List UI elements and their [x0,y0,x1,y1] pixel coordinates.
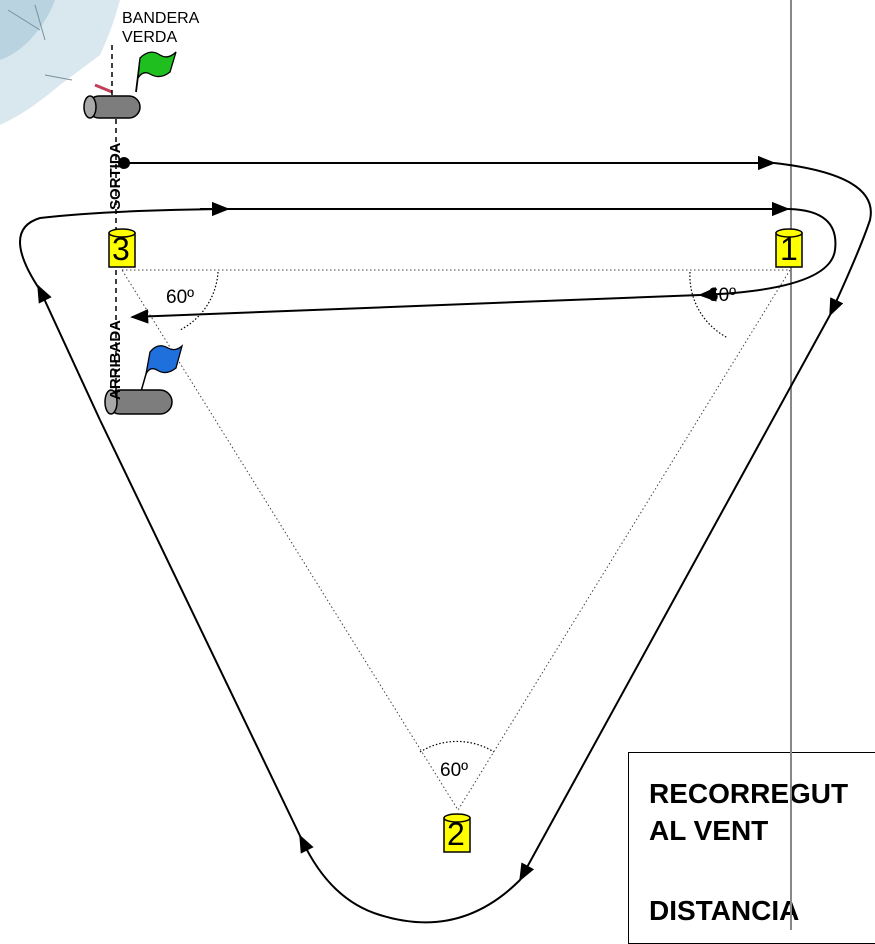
nautical-chart-fragment [0,0,120,125]
blue-flag-icon [145,344,184,375]
angle-label-3: 60º [166,287,195,308]
buoy-2-icon [443,813,471,853]
info-line-3: DISTANCIA [649,895,800,926]
finish-line-label: ARRIBADA [107,320,124,400]
green-flag-icon [137,51,177,79]
angle-label-1: 60º [708,285,737,306]
green-flag-label: BANDERA VERDA [122,9,199,47]
angle-label-2: 60º [440,760,469,781]
info-line-1: RECORREGUT [649,778,849,809]
buoy-1-number: 1 [780,231,798,267]
route-left-leg [99,419,303,841]
route-arrow-left-up [37,284,52,304]
buoy-3-icon [108,228,136,268]
route-1-to-finish [130,294,701,324]
route-around-1 [698,208,837,302]
info-box: RECORREGUT AL VENT DISTANCIA [628,752,875,944]
route-arc-right [773,162,872,317]
info-line-2: AL VENT [649,815,769,846]
buoy-1-icon [775,228,803,268]
route-loop-left [19,208,229,421]
green-flag-label-line2: VERDA [122,29,178,46]
start-line-label: SORTIDA [107,142,124,211]
chart-grid-line-overlay [790,752,792,930]
course-route [19,155,872,924]
committee-boat-finish-icon [104,389,173,415]
route-arrow-up-left [299,834,314,854]
angle-arc-2 [419,740,495,753]
green-flag-label-line1: BANDERA [122,10,200,27]
route-around-2 [301,839,521,924]
route-down-to-2 [519,314,831,882]
buoy-3-number: 3 [112,231,130,267]
course-triangle [121,269,791,811]
committee-boat-start-icon [83,95,141,119]
angle-arc-3 [179,271,219,331]
buoy-2-number: 2 [447,816,465,852]
